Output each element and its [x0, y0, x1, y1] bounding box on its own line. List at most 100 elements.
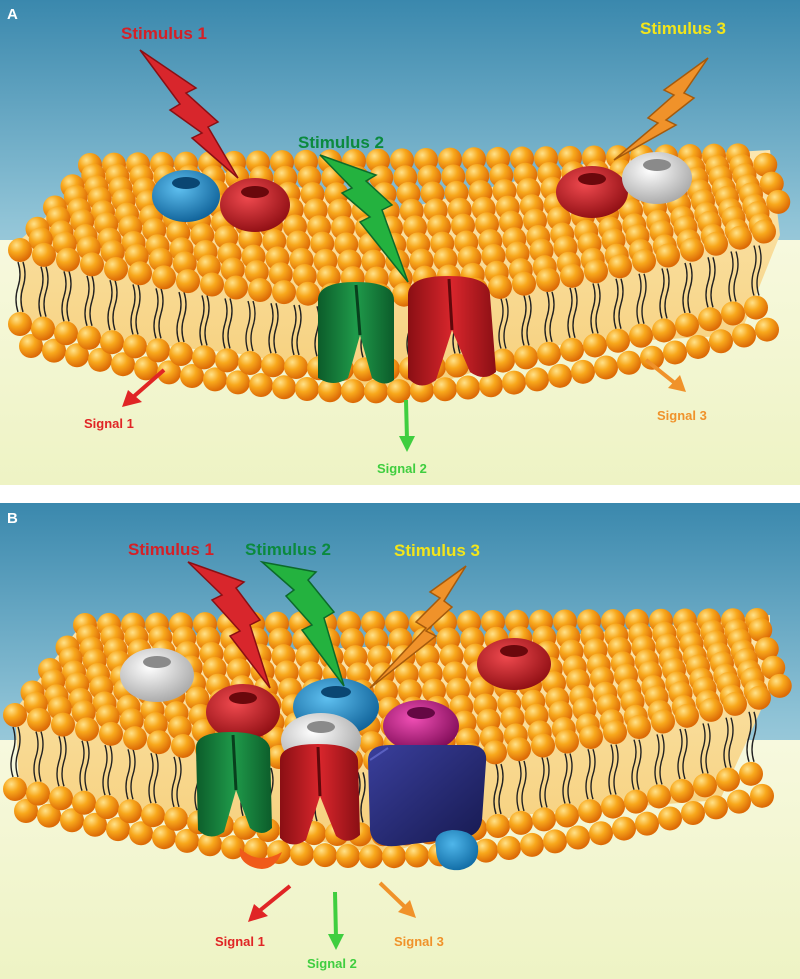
panel-divider — [0, 485, 800, 503]
lipid-head — [723, 691, 747, 716]
panel-a: A — [0, 0, 800, 485]
lipid-head — [31, 316, 55, 341]
lipid-head — [627, 714, 651, 739]
signal-3-arrow — [378, 881, 416, 918]
lightning-bolt-orange — [369, 565, 467, 689]
lipid-head — [589, 821, 613, 846]
lipid-head — [203, 367, 227, 392]
lipid-tail — [125, 749, 136, 800]
lipid-head — [180, 364, 204, 389]
lipid-head — [520, 832, 544, 857]
lipid-head — [594, 355, 618, 380]
lipid-tail — [61, 271, 72, 322]
lipid-head — [579, 725, 603, 750]
lipid-head — [536, 268, 560, 293]
lipid-heads-bottom — [8, 295, 779, 404]
lipid-head — [479, 373, 503, 398]
lipid-tail — [171, 756, 182, 808]
lipid-head — [8, 312, 32, 336]
lipid-head — [647, 784, 671, 809]
lipid-head — [221, 835, 245, 860]
lipid-head — [652, 318, 676, 343]
lipid-tail — [33, 731, 44, 782]
lightning-bolt-orange — [613, 57, 709, 161]
lipid-head — [555, 803, 579, 828]
panel-b: B — [0, 503, 800, 979]
lipid-head — [244, 260, 269, 285]
lipid-head — [456, 375, 480, 400]
lipid-head — [612, 816, 636, 841]
lipid-tail — [705, 257, 716, 308]
lipid-head — [405, 843, 429, 868]
lipid-head — [488, 274, 512, 299]
lipid-head — [525, 367, 549, 392]
lipid-head — [313, 843, 337, 868]
lipid-head — [560, 337, 584, 362]
lipid-head — [584, 259, 608, 284]
signal-2-arrow — [328, 891, 344, 950]
lipid-tail — [38, 266, 49, 317]
lipid-head — [617, 350, 641, 375]
lipid-head — [433, 377, 457, 402]
lipid-head — [732, 323, 756, 348]
receptor-red-right — [477, 638, 551, 690]
lipid-head — [129, 821, 153, 846]
protein-complex-navy — [368, 745, 487, 847]
signal-2-label: Signal 2 — [307, 956, 357, 971]
lipid-head — [686, 334, 710, 359]
lipid-head — [532, 807, 556, 832]
lipid-tail — [677, 728, 688, 780]
lipid-tail — [56, 736, 67, 787]
protein-blue-blob — [435, 830, 479, 871]
signal-2-arrow — [399, 399, 415, 452]
lipid-head — [445, 353, 469, 378]
lipid-head — [767, 673, 792, 698]
lipid-tail — [15, 261, 26, 313]
lipid-head — [483, 740, 507, 765]
lightning-bolt-green — [259, 560, 345, 687]
signal-1-label: Signal 1 — [84, 416, 134, 431]
lightning-bolt-red — [139, 49, 239, 179]
lipid-tail — [631, 739, 642, 790]
protein-orange-fragment — [239, 848, 282, 869]
lipid-head — [296, 281, 320, 306]
lipid-head — [680, 237, 704, 262]
lipid-head — [750, 783, 774, 808]
lipid-head — [83, 812, 107, 837]
lipid-head — [744, 295, 768, 320]
lipid-tail — [107, 280, 118, 331]
lipid-tail — [746, 711, 757, 763]
lipid-head — [754, 637, 779, 662]
lipid-tail — [493, 763, 504, 815]
lipid-tail — [567, 287, 578, 339]
ion-channel-green — [318, 282, 394, 384]
lipid-head — [111, 352, 135, 377]
lipid-head — [198, 832, 222, 857]
lipid-head — [651, 709, 675, 734]
lipid-tail — [585, 749, 596, 800]
lipid-head — [766, 189, 791, 214]
stimulus-2-label: Stimulus 2 — [298, 133, 384, 152]
stimulus-1-label: Stimulus 1 — [121, 24, 207, 43]
lipid-tail — [498, 298, 509, 349]
lipid-head — [65, 343, 89, 368]
lipid-head — [157, 360, 181, 385]
lipid-head — [603, 720, 627, 745]
lipid-head — [632, 249, 656, 274]
lipid-head — [172, 251, 197, 276]
lipid-tail — [222, 298, 233, 349]
lipid-tail — [608, 744, 619, 795]
lipid-head — [681, 801, 705, 826]
lipid-head — [143, 712, 168, 737]
lipid-head — [606, 328, 630, 353]
receptor-red-cluster — [206, 684, 280, 740]
lipid-head — [670, 779, 694, 804]
lipid-head — [272, 375, 296, 400]
lipid-head — [698, 307, 722, 332]
lipid-head — [100, 330, 124, 355]
lipid-head — [249, 373, 273, 398]
lipid-head — [3, 777, 27, 801]
lipid-head — [608, 254, 632, 279]
lightning-bolt-green — [319, 154, 409, 283]
